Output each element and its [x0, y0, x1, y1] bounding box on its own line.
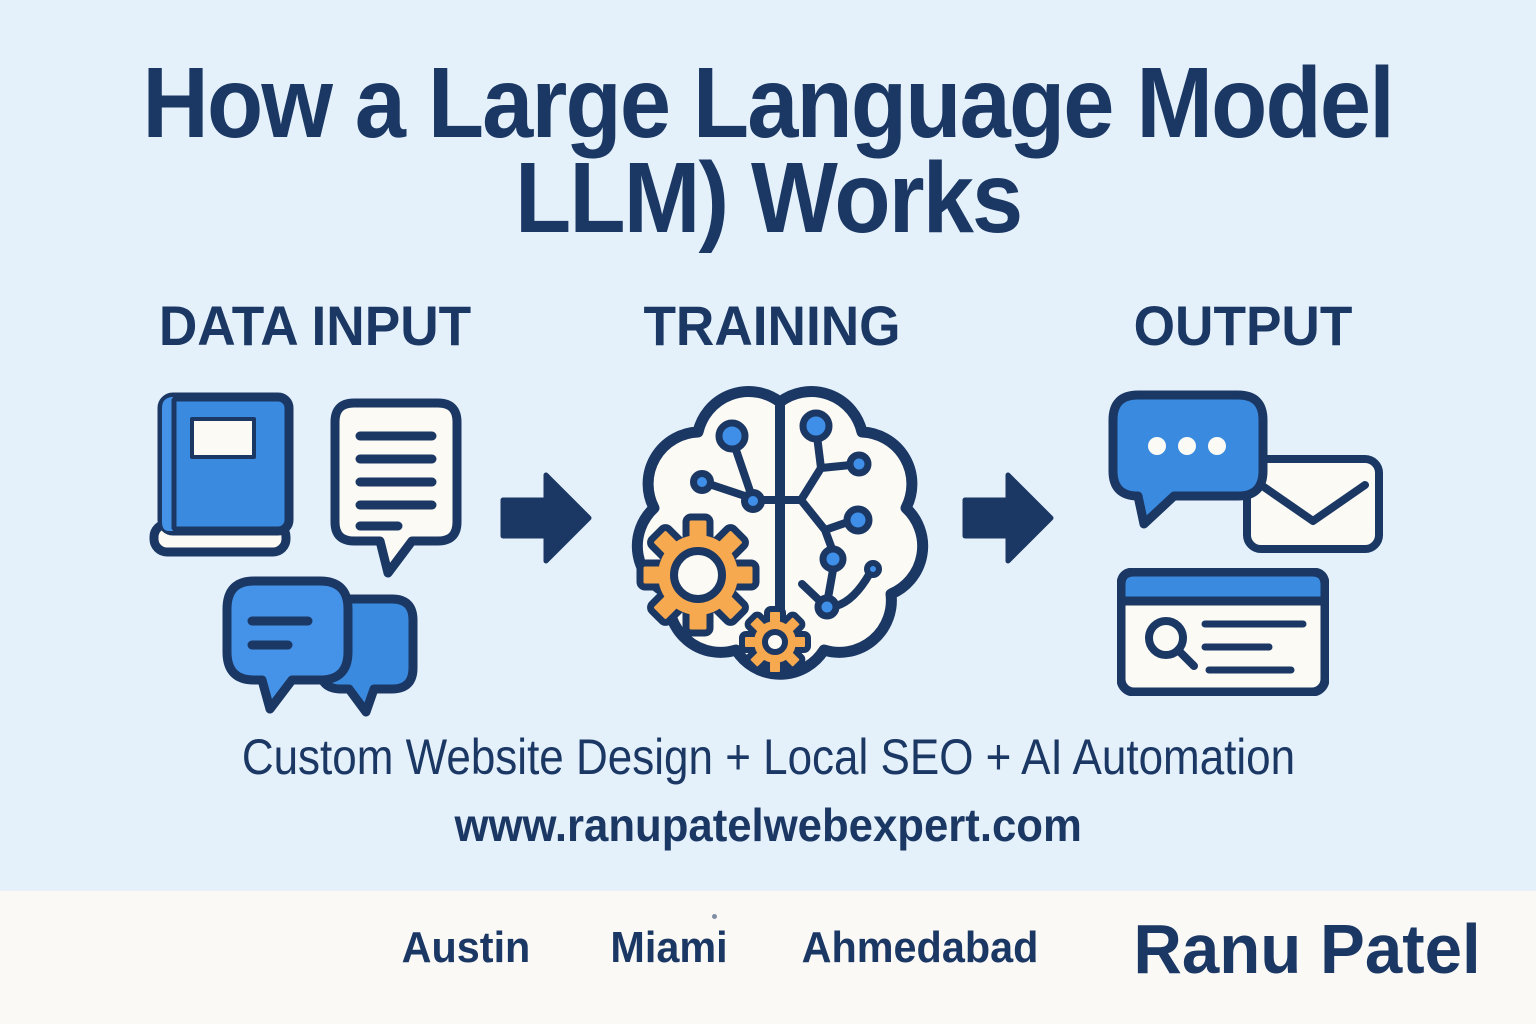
footer-city-miami: Miami — [610, 923, 728, 972]
footer-city-austin: Austin — [401, 923, 531, 972]
arrow-right-icon — [500, 466, 592, 570]
gear-large-icon — [636, 513, 760, 637]
arrow-right-icon — [962, 466, 1054, 570]
gear-small-icon — [739, 606, 811, 678]
chat-bubbles-icon — [222, 576, 418, 719]
stage-label-training: TRAINING — [643, 294, 901, 357]
footer-bar: Austin Miami Ahmedabad Ranu Patel — [0, 891, 1536, 1024]
website-url: www.ranupatelwebexpert.com — [454, 799, 1082, 851]
book-icon — [148, 392, 294, 558]
stage-label-output: OUTPUT — [1133, 294, 1353, 357]
title-line-2: LLM) Works — [514, 142, 1023, 254]
dot-artifact — [712, 914, 717, 919]
document-chat-icon — [330, 398, 462, 578]
page-title: How a Large Language Model LLM) Works — [0, 47, 1536, 254]
brand-name: Ranu Patel — [1133, 910, 1481, 988]
browser-search-icon — [1117, 568, 1329, 696]
envelope-icon — [1243, 455, 1383, 553]
footer-city-ahmedabad: Ahmedabad — [801, 923, 1039, 972]
chat-dots-icon — [1108, 390, 1268, 530]
tagline: Custom Website Design + Local SEO + AI A… — [241, 729, 1295, 785]
stage-label-data-input: DATA INPUT — [158, 294, 472, 357]
title-line-1: How a Large Language Model — [142, 47, 1395, 159]
brain-circuit-icon — [630, 372, 930, 682]
